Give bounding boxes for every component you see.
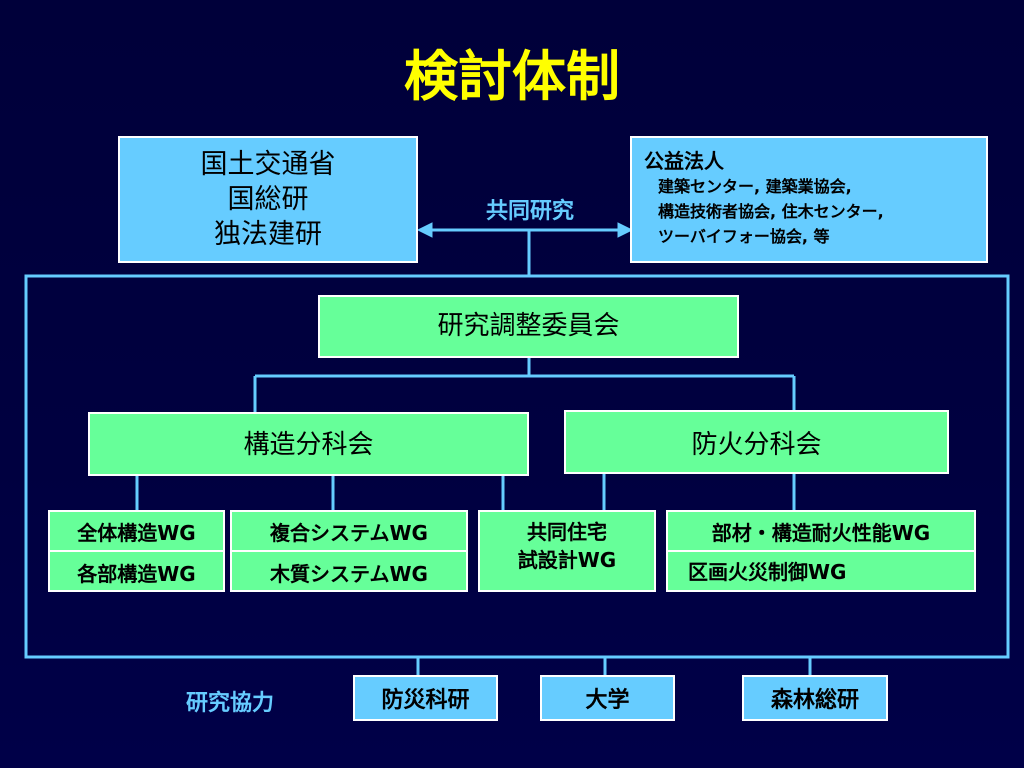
research-committee-box: 研究調整委員会	[318, 295, 739, 358]
public-corporation-line-3: ツーバイフォー協会, 等	[658, 227, 830, 246]
structure-subcommittee-label: 構造分科会	[243, 430, 374, 460]
structure-subcommittee-box: 構造分科会	[88, 412, 529, 476]
ministry-line-2: 国総研	[227, 184, 309, 215]
ministry-line-1: 国土交通省	[200, 149, 336, 180]
public-corporation-line-2: 構造技術者協会, 住木センター,	[658, 202, 884, 221]
wg-parts-structure: 各部構造WG	[77, 561, 196, 586]
cooperation-box-ffpri: 森林総研	[742, 675, 888, 721]
outer-frame	[24, 274, 1010, 659]
cooperation-item-3: 森林総研	[770, 688, 859, 713]
public-corporation-box: 公益法人 建築センター, 建築業協会, 構造技術者協会, 住木センター, ツーバ…	[630, 136, 988, 263]
cooperation-item-2: 大学	[585, 688, 630, 713]
wg-joint-housing-line-1: 共同住宅	[527, 520, 607, 544]
ministry-box: 国土交通省 国総研 独法建研	[118, 136, 418, 263]
wg-joint-housing-line-2: 試設計WG	[517, 548, 617, 572]
fire-subcommittee-box: 防火分科会	[564, 410, 949, 474]
public-corporation-heading: 公益法人	[644, 149, 724, 173]
wg-joint-housing: 共同住宅 試設計WG	[478, 510, 656, 592]
wg-group-structure-a: 全体構造WG 各部構造WG	[48, 510, 225, 592]
cooperation-item-1: 防災科研	[381, 688, 470, 713]
fire-subcommittee-label: 防火分科会	[691, 430, 822, 460]
cooperation-box-university: 大学	[540, 675, 675, 721]
joint-research-label: 共同研究	[485, 199, 574, 224]
wg-compartment-fire: 区画火災制御WG	[688, 560, 847, 584]
ministry-line-3: 独法建研	[214, 219, 322, 250]
public-corporation-line-1: 建築センター, 建築業協会,	[658, 177, 852, 196]
research-committee-label: 研究調整委員会	[437, 311, 620, 341]
wg-group-fire: 部材・構造耐火性能WG 区画火災制御WG	[666, 510, 976, 592]
cooperation-label: 研究協力	[186, 691, 275, 716]
wg-composite-system: 複合システムWG	[232, 512, 466, 552]
cooperation-box-nied: 防災科研	[353, 675, 498, 721]
wg-fire-performance: 部材・構造耐火性能WG	[668, 512, 974, 552]
joint-research-arrow	[416, 222, 634, 238]
wg-wood-system: 木質システムWG	[270, 561, 428, 586]
page-title: 検討体制	[404, 45, 620, 108]
wg-whole-structure: 全体構造WG	[50, 512, 223, 552]
wg-group-structure-b: 複合システムWG 木質システムWG	[230, 510, 468, 592]
